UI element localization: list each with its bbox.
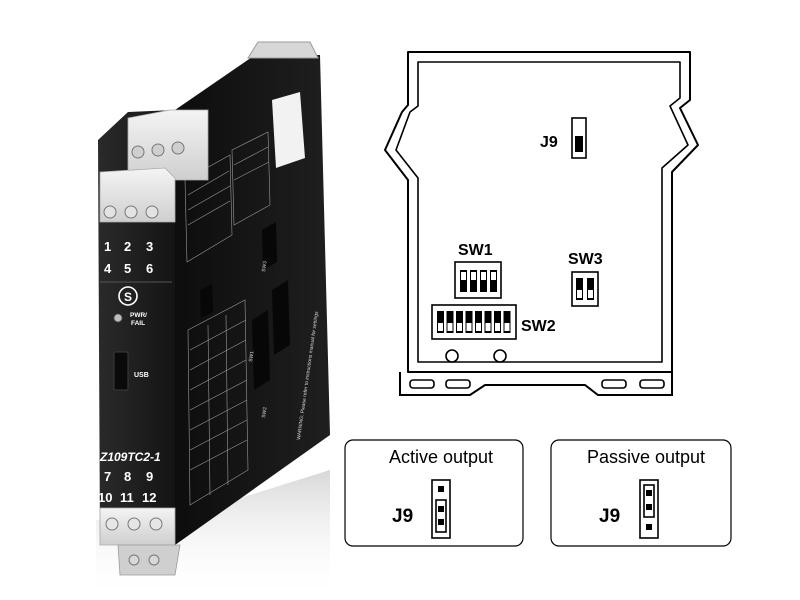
module-side-label — [272, 92, 305, 168]
sw2-dip-switch[interactable] — [431, 304, 517, 340]
sw3-levers — [576, 278, 594, 300]
usb-port[interactable] — [113, 351, 129, 391]
screw-icon — [131, 145, 145, 159]
screw-icon — [128, 554, 140, 566]
j9-jumper-cap — [575, 136, 583, 152]
side-window-2 — [272, 280, 290, 355]
sw2-levers — [437, 311, 511, 333]
screw-icon — [127, 517, 141, 531]
active-j9-cap — [435, 499, 447, 533]
terminal-number: 4 — [104, 261, 112, 276]
screw-icon — [171, 141, 185, 155]
board-outline-diagram — [384, 51, 699, 396]
screw-icon — [151, 143, 165, 157]
screw-icon — [149, 517, 163, 531]
screw-icon — [148, 554, 160, 566]
j9-jumper[interactable] — [571, 117, 587, 159]
module-side-panel — [175, 55, 330, 545]
terminal-number: 1 — [104, 239, 111, 254]
rail-foot — [445, 379, 471, 389]
side-window-4 — [200, 284, 213, 318]
sw1-lever-knobs — [461, 272, 496, 280]
terminal-numbers-top: 1 2 3 4 5 6 — [104, 239, 153, 276]
board-labels: J9 SW1 SW2 SW3 — [458, 134, 603, 335]
housing-bottom-rail — [399, 372, 673, 396]
active-j9-cap-pin — [438, 506, 444, 512]
passive-output-panel: Passive output J9 — [550, 439, 732, 547]
board-hole — [445, 349, 459, 363]
terminal-number: 11 — [120, 490, 134, 505]
sw2-label: SW2 — [521, 318, 556, 335]
rail-foot — [639, 379, 665, 389]
terminal-number: 6 — [146, 261, 153, 276]
sw3-label: SW3 — [568, 251, 603, 268]
board-inner-outline — [395, 61, 689, 363]
rail-foot — [409, 379, 435, 389]
sw1-dip-switch[interactable] — [454, 261, 502, 299]
terminal-number: 3 — [146, 239, 153, 254]
module-top-clip — [247, 41, 319, 59]
passive-j9-cap-pin — [646, 490, 652, 496]
terminal-number: 2 — [124, 239, 131, 254]
board-hole — [493, 349, 507, 363]
side-sw3-label: SW3 — [261, 260, 268, 272]
active-j9-cap-pin — [438, 519, 444, 525]
model-name: Z109TC2-1 — [99, 450, 161, 464]
terminal-number: 9 — [146, 469, 153, 484]
terminal-number: 8 — [124, 469, 131, 484]
active-output-title: Active output — [389, 447, 493, 467]
terminal-numbers-bottom: 7 8 9 10 11 12 — [98, 469, 156, 505]
side-sw2-label: SW2 — [261, 406, 268, 418]
usb-label: USB — [134, 372, 149, 379]
bottom-terminal-block — [99, 507, 181, 576]
pwr-fail-led — [113, 313, 123, 323]
screw-icon — [124, 205, 138, 219]
screw-icon — [103, 205, 117, 219]
passive-j9-cap-pin — [646, 504, 652, 510]
top-terminal-block — [99, 109, 209, 223]
terminal-number: 12 — [142, 490, 156, 505]
side-print-upper — [184, 131, 271, 263]
sw2-lever-knobs — [438, 323, 510, 331]
side-window-1 — [252, 310, 270, 390]
terminal-number: 5 — [124, 261, 131, 276]
sw3-dip-switch[interactable] — [571, 271, 599, 307]
screw-icon — [145, 205, 159, 219]
terminal-number: 10 — [98, 490, 112, 505]
side-sw1-label: SW1 — [248, 350, 255, 362]
led-label-line1: PWR/ — [130, 312, 147, 319]
svg-text:S: S — [124, 290, 132, 304]
active-output-panel: Active output J9 — [344, 439, 524, 547]
side-print-lower — [187, 299, 249, 506]
sw3-lever-knobs — [577, 290, 593, 298]
sw1-label: SW1 — [458, 242, 493, 259]
active-j9-top-pin — [438, 486, 444, 492]
rail-foot — [601, 379, 627, 389]
passive-output-title: Passive output — [587, 447, 705, 467]
side-window-3 — [262, 222, 277, 270]
led-label-line2: FAIL — [131, 320, 145, 327]
brand-logo: S — [118, 286, 138, 306]
passive-j9-cap — [643, 484, 655, 518]
terminal-number: 7 — [104, 469, 111, 484]
sw1-levers — [460, 270, 497, 292]
j9-label: J9 — [540, 134, 558, 151]
screw-icon — [105, 517, 119, 531]
din-module: WARNING: Please refer to instructions ma… — [96, 41, 330, 600]
passive-j9-bottom-pin — [646, 524, 652, 530]
passive-j9-label: J9 — [599, 506, 620, 527]
active-j9-label: J9 — [392, 506, 413, 527]
